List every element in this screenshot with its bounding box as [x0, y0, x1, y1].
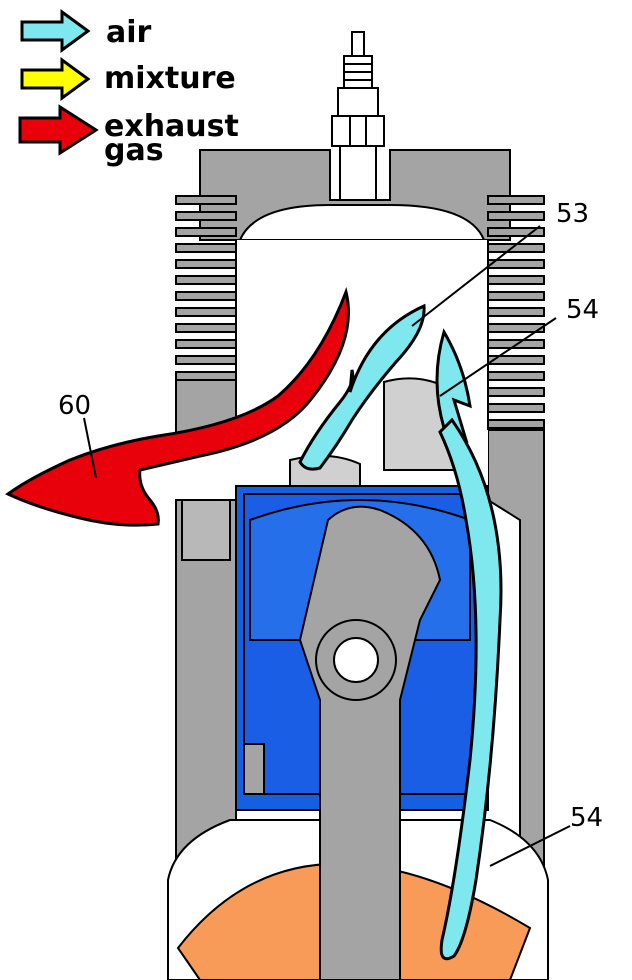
callout-53: 53 — [556, 199, 589, 229]
callout-60: 60 — [58, 391, 91, 421]
wrist-pin — [333, 637, 379, 683]
legend-air-arrow — [20, 9, 91, 53]
legend: air mixture exhaust gas — [18, 9, 239, 168]
legend-exhaust-label: exhaust — [104, 109, 239, 144]
legend-mixture-arrow — [20, 57, 91, 101]
legend-exhaust-arrow — [18, 104, 99, 156]
legend-air-label: air — [106, 15, 152, 50]
callout-54-lower: 54 — [570, 803, 603, 833]
cylinder-head — [175, 149, 545, 429]
spark-plug — [331, 31, 385, 229]
callout-54-upper: 54 — [566, 295, 599, 325]
air-flow-arrow-54-lower — [438, 417, 503, 961]
connecting-rod — [298, 505, 442, 980]
callouts — [83, 225, 571, 867]
air-flow-arrow-53 — [298, 303, 426, 471]
cooling-fins-right — [487, 195, 545, 429]
legend-mixture-label: mixture — [104, 61, 236, 96]
legend-gas-label: gas — [104, 133, 164, 168]
